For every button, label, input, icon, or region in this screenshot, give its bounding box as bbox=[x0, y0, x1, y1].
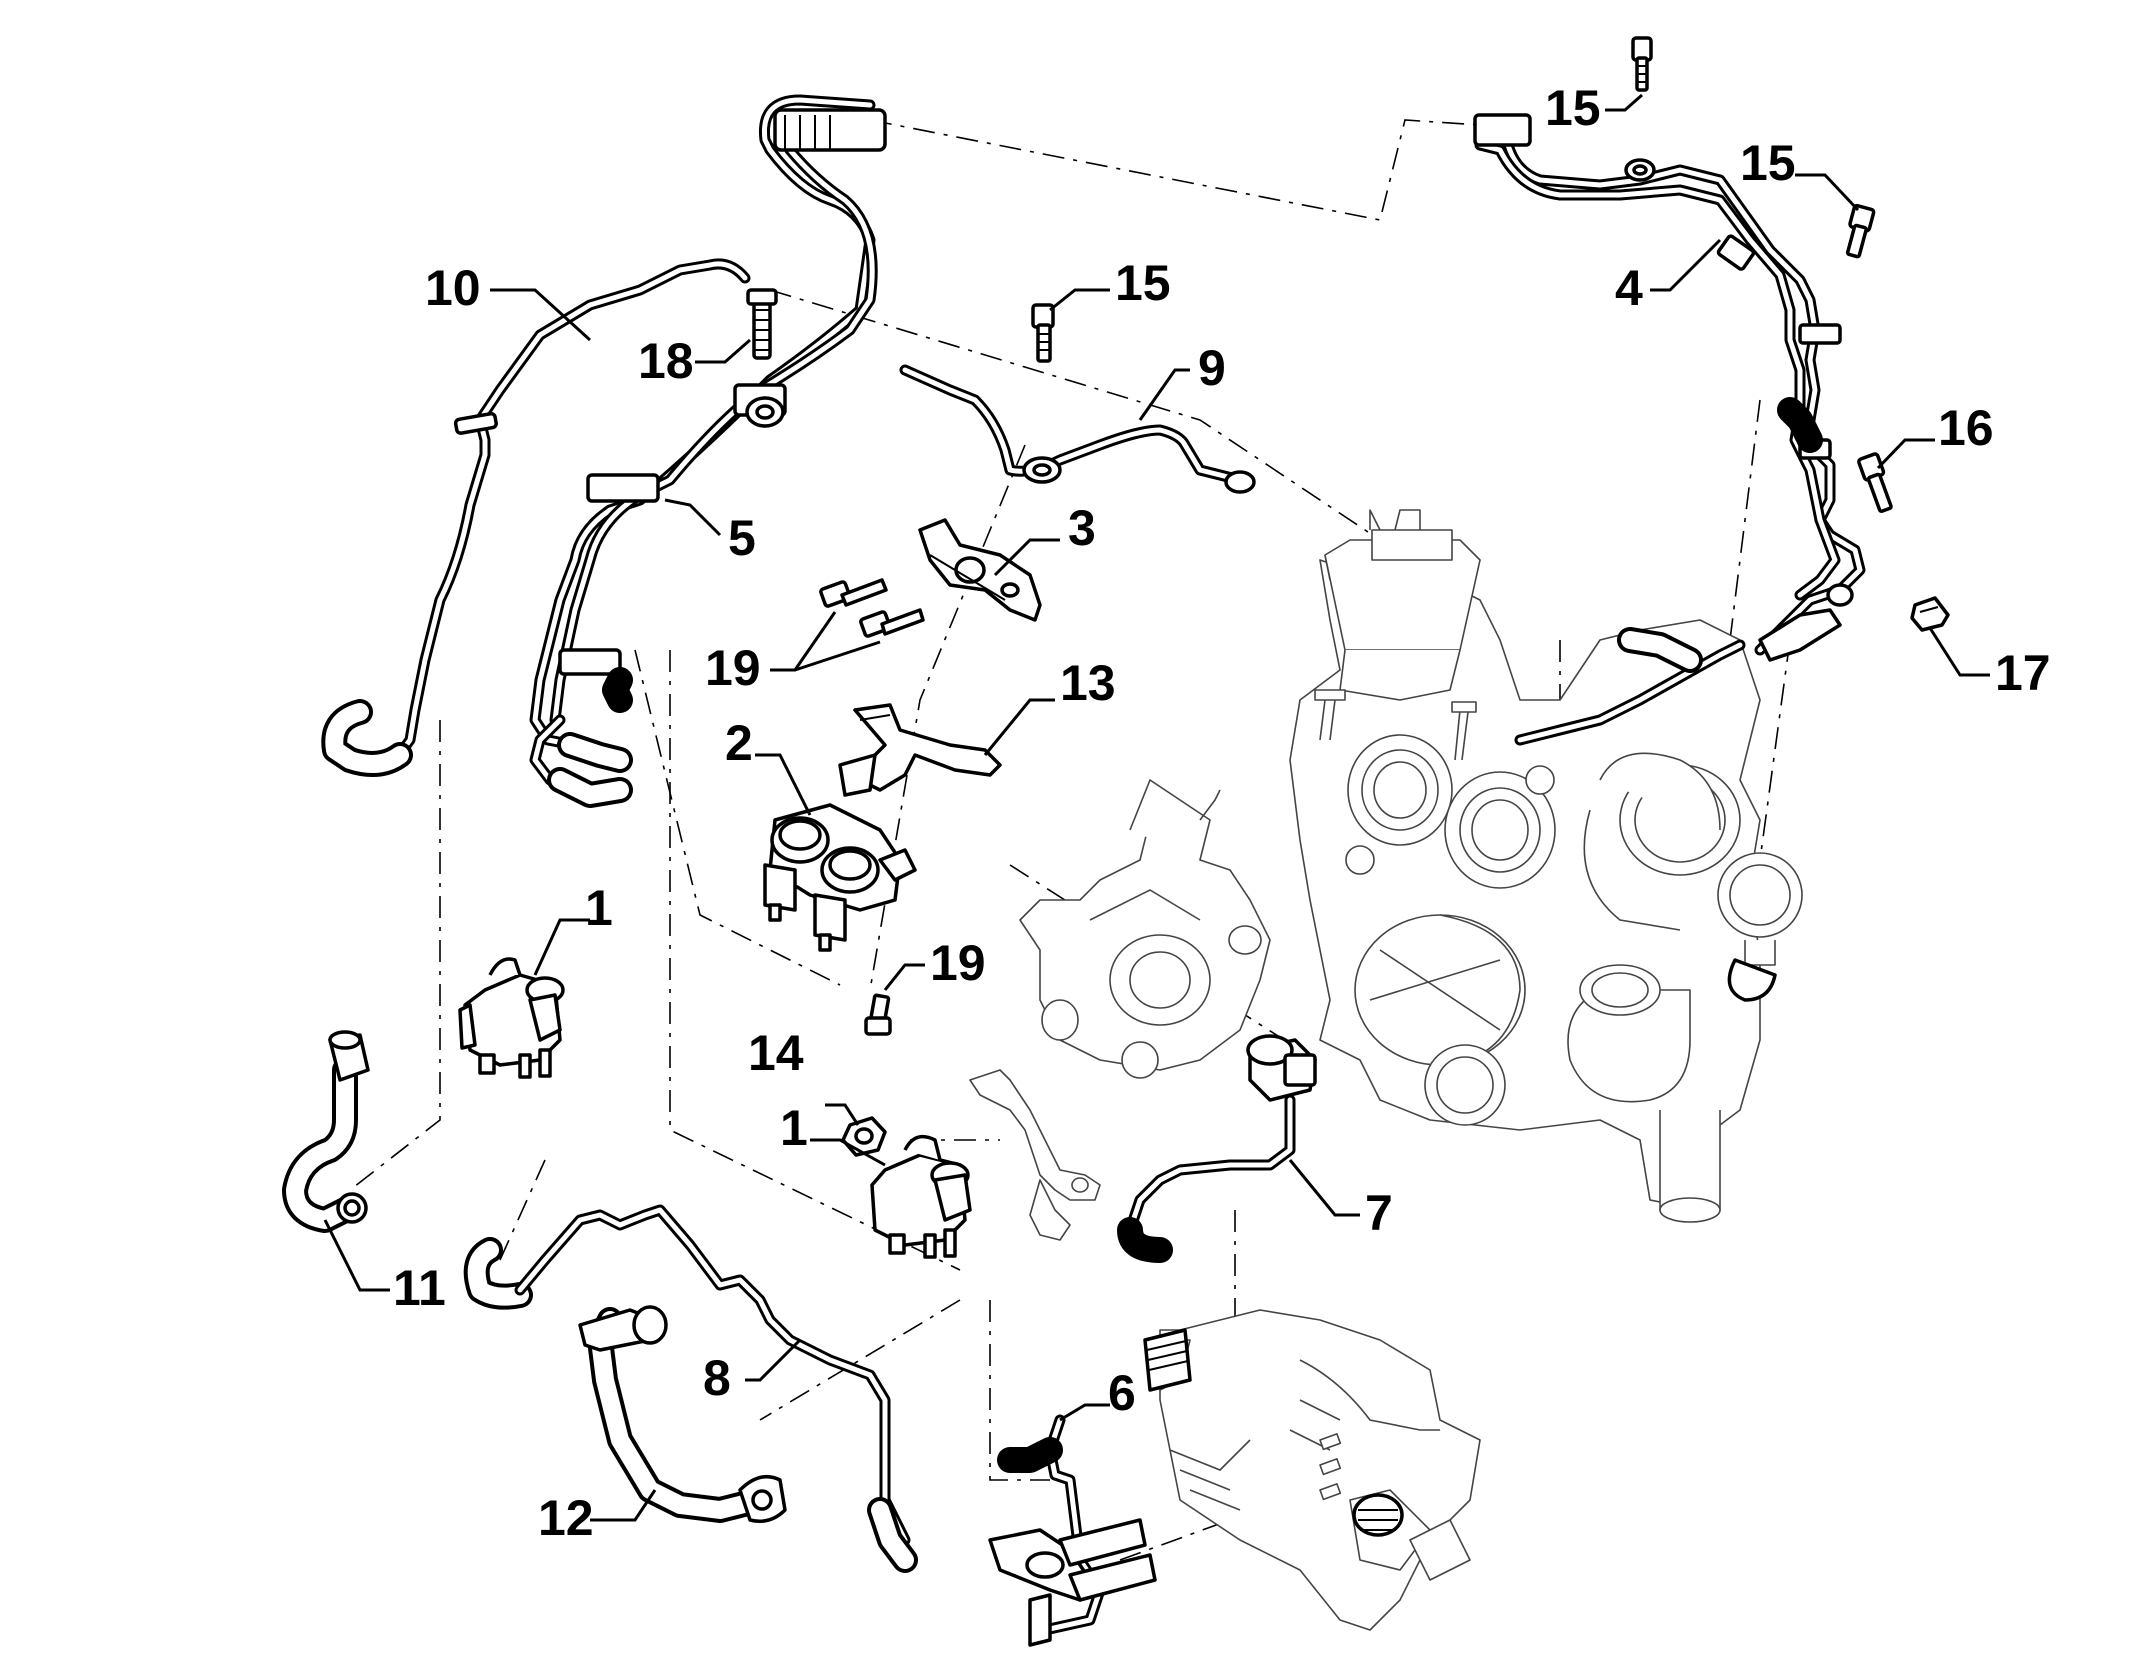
label-1a: 1 bbox=[585, 880, 613, 936]
pipe-9 bbox=[899, 364, 1256, 494]
label-14: 14 bbox=[748, 1025, 804, 1081]
label-11: 11 bbox=[393, 1260, 446, 1316]
label-1b: 1 bbox=[780, 1100, 808, 1156]
label-8: 8 bbox=[703, 1350, 731, 1406]
bolt-15-center bbox=[1031, 303, 1055, 363]
label-13: 13 bbox=[1060, 655, 1116, 711]
label-7: 7 bbox=[1365, 1185, 1393, 1241]
label-4: 4 bbox=[1615, 260, 1643, 316]
label-2: 2 bbox=[725, 715, 753, 771]
label-19b: 19 bbox=[930, 935, 986, 991]
label-17: 17 bbox=[1995, 645, 2051, 701]
clip-17 bbox=[1910, 596, 1950, 632]
label-6: 6 bbox=[1108, 1365, 1136, 1421]
label-15c: 15 bbox=[1740, 135, 1796, 191]
label-15a: 15 bbox=[1115, 255, 1171, 311]
pipe-11 bbox=[282, 1030, 370, 1233]
bolts-19-upper bbox=[819, 578, 925, 638]
label-12: 12 bbox=[538, 1490, 594, 1546]
fuel-pump-ghost bbox=[1019, 779, 1271, 1079]
pipe-8 bbox=[463, 1204, 918, 1573]
label-5: 5 bbox=[728, 510, 756, 566]
leader-lines bbox=[323, 93, 1990, 1522]
bolt-15-top bbox=[1631, 36, 1653, 92]
pipe-4 bbox=[1473, 113, 1866, 746]
label-15b: 15 bbox=[1545, 80, 1601, 136]
solenoid-valve-2 bbox=[763, 803, 917, 952]
bolt-19-lower bbox=[864, 993, 892, 1036]
nut-14 bbox=[841, 1116, 887, 1157]
pipe-6 bbox=[988, 1414, 1157, 1647]
label-19a: 19 bbox=[705, 640, 761, 696]
bolt-18 bbox=[745, 288, 785, 428]
solenoid-valve-1b bbox=[870, 1134, 972, 1259]
callout-labels: 10 18 5 15 9 3 19 13 2 1 19 14 1 11 8 12… bbox=[393, 80, 2051, 1546]
bracket-13 bbox=[838, 703, 1002, 797]
label-10: 10 bbox=[425, 260, 481, 316]
mount-bracket bbox=[969, 1069, 1101, 1241]
label-3: 3 bbox=[1068, 500, 1096, 556]
bracket-3 bbox=[918, 518, 1042, 622]
pipe-10 bbox=[321, 258, 751, 777]
solenoid-valve-1a bbox=[458, 957, 565, 1079]
pipe-7 bbox=[1117, 1034, 1317, 1263]
engine-turbo-assembly bbox=[1289, 509, 1803, 1223]
label-16: 16 bbox=[1938, 400, 1994, 456]
bolt-16 bbox=[1857, 452, 1893, 514]
label-18: 18 bbox=[638, 333, 694, 389]
pipe-12 bbox=[578, 1305, 787, 1523]
bolt-15-right bbox=[1845, 203, 1876, 259]
intake-housing-ghost bbox=[1143, 1309, 1481, 1631]
label-9: 9 bbox=[1198, 340, 1226, 396]
